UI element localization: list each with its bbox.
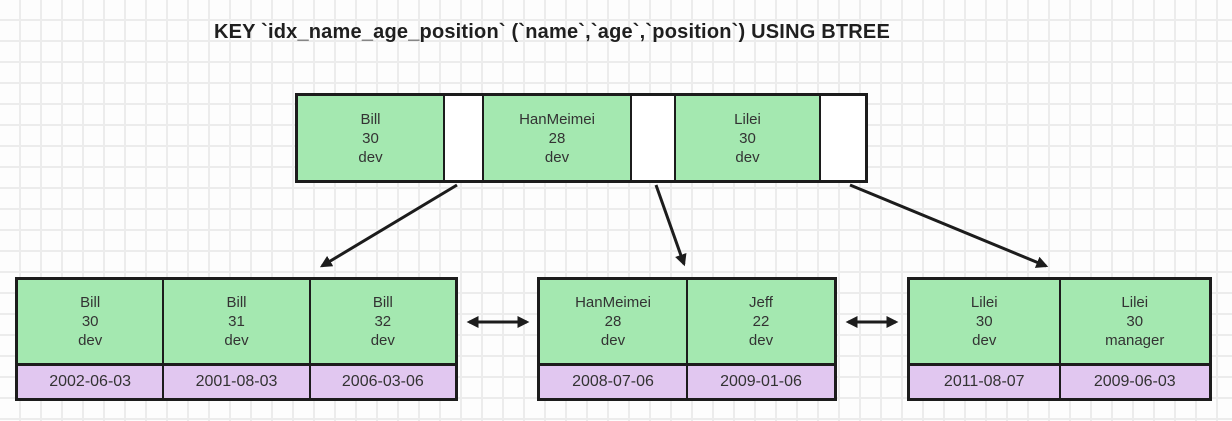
record-age: 30: [81, 313, 99, 330]
record-age: 28: [604, 313, 622, 330]
record-name: Lilei: [1121, 294, 1149, 311]
index-key-cell: Bill 31 dev: [164, 280, 309, 363]
record-name: Bill: [80, 294, 101, 311]
record-position: dev: [972, 332, 997, 349]
index-key-cell: Lilei 30 dev: [910, 280, 1059, 363]
record-date-cell: 2002-06-03: [18, 363, 163, 398]
record-age: 30: [739, 129, 756, 147]
record-date-cell: 2009-01-06: [688, 363, 834, 398]
record-date-cell: 2011-08-07: [910, 363, 1059, 398]
child-pointer-cell: [819, 96, 865, 180]
index-key-cell: Lilei 30 manager: [1060, 280, 1209, 363]
child-pointer-cell: [443, 96, 482, 180]
root-to-leaf3-arrow: [849, 183, 1049, 268]
record-name: HanMeimei: [519, 110, 595, 128]
record-date-cell: 2008-07-06: [540, 363, 686, 398]
leaf-record: Jeff 22 dev 2009-01-06: [686, 280, 834, 398]
record-name: HanMeimei: [575, 294, 651, 311]
leaf-record: Lilei 30 manager 2009-06-03: [1058, 280, 1209, 398]
leaf-record: Lilei 30 dev 2011-08-07: [910, 280, 1059, 398]
root-to-leaf2-arrow: [654, 184, 687, 267]
root-to-leaf1-arrow: [319, 183, 458, 268]
record-position: dev: [224, 332, 249, 349]
leaf-record: Bill 31 dev 2001-08-03: [162, 280, 309, 398]
record-date-cell: 2001-08-03: [164, 363, 309, 398]
record-name: Lilei: [970, 294, 998, 311]
record-date-cell: 2006-03-06: [310, 363, 455, 398]
leaf-node-2: HanMeimei 28 dev 2008-07-06 Jeff 22 dev 2009-01…: [537, 277, 837, 401]
record-position: dev: [544, 148, 570, 166]
record-name: Bill: [226, 294, 247, 311]
record-position: dev: [370, 332, 395, 349]
record-position: dev: [358, 148, 383, 166]
record-name: Bill: [360, 110, 381, 128]
index-key-cell: Bill 30 dev: [18, 280, 163, 363]
record-position: manager: [1105, 332, 1165, 349]
record-name: Bill: [372, 294, 393, 311]
record-date-cell: 2009-06-03: [1060, 363, 1209, 398]
record-age: 32: [374, 313, 392, 330]
index-key-cell: Bill 32 dev: [310, 280, 455, 363]
leaf-record: Bill 32 dev 2006-03-06: [308, 280, 455, 398]
child-pointer-cell: [630, 96, 674, 180]
record-age: 31: [228, 313, 245, 330]
record-position: dev: [735, 148, 760, 166]
record-age: 28: [548, 129, 566, 147]
record-age: 22: [752, 313, 770, 330]
diagram-title: KEY `idx_name_age_position` (`name`,`age…: [213, 21, 891, 43]
record-position: dev: [78, 332, 103, 349]
leaf-record: HanMeimei 28 dev 2008-07-06: [540, 280, 686, 398]
record-age: 30: [1126, 313, 1144, 330]
index-key-cell: HanMeimei 28 dev: [540, 280, 686, 363]
leaf-node-3: Lilei 30 dev 2011-08-07 Lilei 30 manager 2009-0…: [907, 277, 1212, 401]
record-name: Lilei: [734, 110, 761, 128]
record-age: 30: [362, 129, 379, 147]
leaf-record: Bill 30 dev 2002-06-03: [18, 280, 163, 398]
index-key-cell: Jeff 22 dev: [688, 280, 834, 363]
record-name: Jeff: [749, 294, 773, 311]
record-position: dev: [600, 332, 626, 349]
record-age: 30: [975, 313, 993, 330]
record-position: dev: [748, 332, 774, 349]
